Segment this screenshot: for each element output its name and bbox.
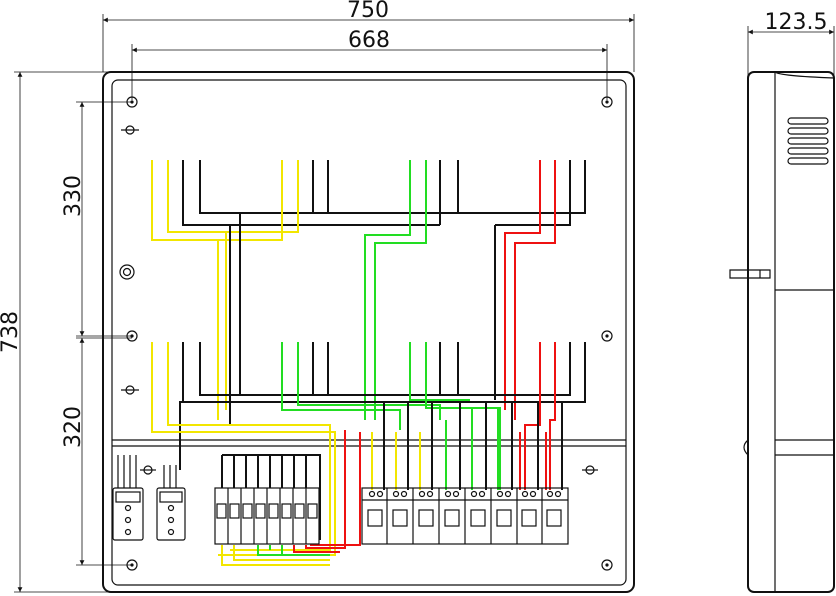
circuit-breaker: [491, 490, 517, 527]
width-overall-label: 750: [347, 0, 389, 23]
circuit-breaker: [517, 490, 542, 527]
front-view-enclosure: [102, 71, 635, 593]
mounting-hole: [601, 559, 613, 571]
circuit-breaker-row: [361, 487, 569, 545]
dimension-height-upper: 330: [61, 101, 132, 337]
dimension-depth: 123.5: [747, 10, 835, 80]
dimension-height-overall: 738: [0, 71, 110, 593]
circuit-breaker: [542, 490, 568, 527]
neutral-terminal-block: [112, 455, 144, 541]
mounting-hole: [601, 330, 613, 342]
earth-screw: [119, 264, 135, 280]
earth-screw: [121, 125, 139, 135]
circuit-breaker: [362, 490, 387, 527]
mounting-hole: [126, 330, 138, 342]
earth-screws: [119, 125, 598, 475]
circuit-breaker: [413, 490, 439, 527]
dimension-width-overall: 750: [102, 0, 635, 72]
circuit-breaker: [439, 490, 465, 527]
earth-screw: [582, 465, 598, 475]
ventilation-slots: [787, 117, 829, 165]
mounting-hole: [126, 559, 138, 571]
mounting-hole: [126, 96, 138, 108]
height-overall-label: 738: [0, 311, 23, 353]
circuit-breaker: [387, 490, 413, 527]
dimension-width-mounting: 668: [131, 28, 608, 100]
circuit-breaker: [465, 490, 491, 527]
width-mounting-label: 668: [348, 28, 390, 53]
earth-screw: [140, 465, 156, 475]
earth-terminal-block: [156, 465, 186, 541]
dimension-height-lower: 320: [61, 337, 132, 566]
earth-screw: [121, 385, 139, 395]
height-upper-label: 330: [61, 175, 86, 217]
height-lower-label: 320: [61, 406, 86, 448]
main-switch: [214, 487, 320, 545]
main-switch-wiring: [221, 430, 346, 566]
mounting-holes: [126, 96, 613, 571]
upper-distribution-wiring: [151, 160, 586, 425]
mounting-hole: [601, 96, 613, 108]
side-view-enclosure: [729, 71, 835, 593]
depth-label: 123.5: [765, 10, 828, 35]
